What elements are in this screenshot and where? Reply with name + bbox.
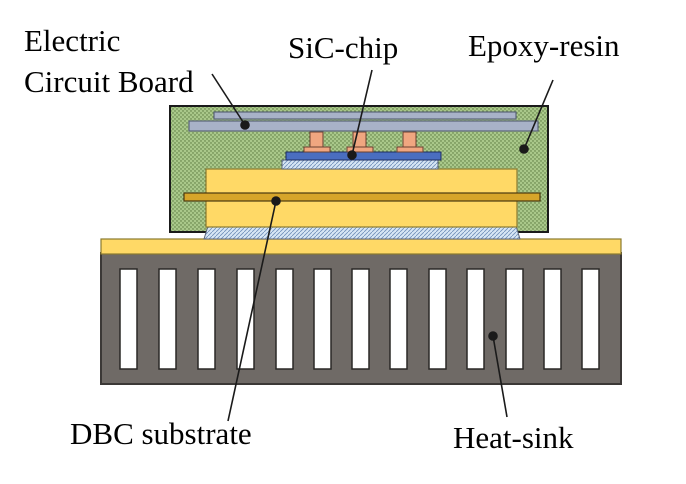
fin-slot: [466, 268, 485, 370]
dbc-copper-bar: [183, 192, 541, 202]
fin-slot: [351, 268, 370, 370]
leader-resin: [523, 79, 554, 150]
leader-board: [211, 73, 246, 126]
leader-chip: [351, 69, 373, 156]
fin-slot: [581, 268, 600, 370]
fin-slot: [236, 268, 255, 370]
fin-slot: [313, 268, 332, 370]
leader-dbc-dot: [271, 196, 281, 206]
fin-slot: [119, 268, 138, 370]
bump-post: [402, 131, 417, 148]
bump-base: [396, 146, 424, 153]
fin-slot: [389, 268, 408, 370]
fin-slot: [197, 268, 216, 370]
bump-base: [303, 146, 331, 153]
leader-heatsink: [492, 335, 508, 418]
label-board-line2: Circuit Board: [24, 64, 194, 99]
solder-base-layer: [203, 225, 521, 240]
fin-slot: [158, 268, 177, 370]
fin-slot: [505, 268, 524, 370]
label-heat-sink: Heat-sink: [453, 420, 574, 455]
circuit-board-main-strip: [188, 120, 539, 132]
label-board-line1: Electric: [24, 23, 120, 58]
fin-slot: [543, 268, 562, 370]
fin-slot: [275, 268, 294, 370]
thermal-interface-layer: [100, 238, 622, 255]
label-sic-chip: SiC-chip: [288, 30, 398, 65]
label-dbc-substrate: DBC substrate: [70, 416, 252, 451]
sic-chip: [285, 151, 442, 161]
label-epoxy-resin: Epoxy-resin: [468, 28, 620, 63]
circuit-board-upper-strip: [213, 111, 517, 120]
bump-post: [309, 131, 324, 148]
chip-hatch-layer: [281, 159, 439, 170]
leader-board-dot: [240, 120, 250, 130]
heat-sink-fins: [119, 268, 600, 370]
fin-slot: [428, 268, 447, 370]
leader-heatsink-dot: [488, 331, 498, 341]
leader-chip-dot: [347, 150, 357, 160]
copper-bumps: [303, 131, 424, 153]
leader-resin-dot: [519, 144, 529, 154]
leader-dbc: [227, 200, 277, 422]
